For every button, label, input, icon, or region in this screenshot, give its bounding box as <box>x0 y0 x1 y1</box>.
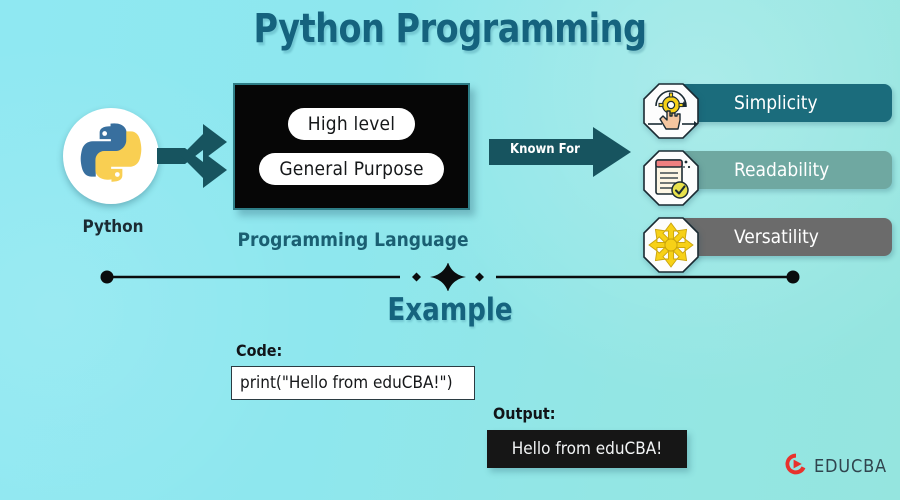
forked-double-arrow-icon <box>155 108 237 209</box>
gear-hand-pointer-icon <box>642 82 700 140</box>
python-node-label: Python <box>82 217 144 237</box>
output-label: Output: <box>493 404 556 423</box>
output-box: Hello from eduCBA! <box>487 430 687 468</box>
brand-name: EDUCBA <box>814 456 887 477</box>
code-label: Code: <box>236 341 283 360</box>
sparkle-divider-icon <box>100 262 800 292</box>
document-checkmark-icon <box>642 149 700 207</box>
code-text: print("Hello from eduCBA!") <box>240 373 453 393</box>
multi-direction-arrows-icon <box>642 216 700 274</box>
attribute-pill-general-purpose: General Purpose <box>259 153 444 185</box>
attribute-pill-high-level: High level <box>287 108 416 140</box>
feature-bar-simplicity: Simplicity <box>670 84 892 122</box>
feature-label-readability: Readability <box>734 159 830 181</box>
attributes-box-caption: Programming Language <box>237 229 469 251</box>
python-logo-icon <box>78 121 144 192</box>
feature-label-versatility: Versatility <box>734 226 819 248</box>
feature-bar-readability: Readability <box>670 151 892 189</box>
feature-label-simplicity: Simplicity <box>734 92 818 114</box>
feature-bar-versatility: Versatility <box>670 218 892 256</box>
python-logo-badge <box>63 108 159 204</box>
example-heading: Example <box>387 292 513 328</box>
known-for-arrow: Known For <box>489 127 631 177</box>
output-text: Hello from eduCBA! <box>511 439 663 459</box>
educba-play-logo-icon <box>784 452 808 481</box>
page-title: Python Programming <box>253 6 647 52</box>
brand-logo[interactable]: EDUCBA <box>784 452 887 481</box>
attributes-box: High level General Purpose <box>233 83 470 210</box>
code-box[interactable]: print("Hello from eduCBA!") <box>231 366 475 400</box>
